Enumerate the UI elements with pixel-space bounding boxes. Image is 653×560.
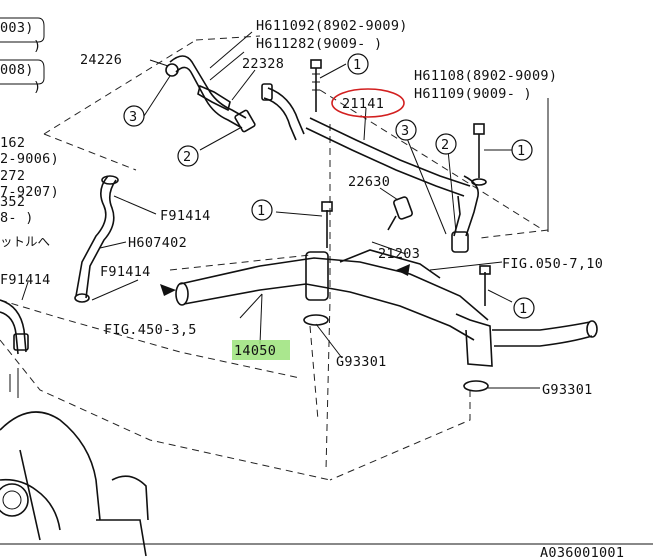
label-21141: 21141 (342, 96, 384, 112)
label-f91414-a: F91414 (160, 208, 211, 224)
label-g93301-b: G93301 (542, 382, 593, 398)
label-f91414-c: F91414 (0, 272, 51, 288)
hose-22328 (261, 83, 305, 141)
label-f91414-b: F91414 (100, 264, 151, 280)
left-text-10: 8- ) (0, 210, 34, 226)
label-22630: 22630 (348, 174, 390, 190)
label-22328: 22328 (242, 56, 284, 72)
callout-number: 1 (517, 143, 525, 159)
left-text-8: 7-9207) (0, 184, 59, 200)
label-14050: 14050 (234, 343, 276, 359)
arrow-icon (396, 264, 410, 276)
highlight-14050 (232, 340, 290, 360)
label-h611282: H611282(9009- ) (256, 36, 382, 52)
callout-number: 2 (441, 137, 449, 153)
pipe-24226 (165, 55, 256, 133)
callout-number: 3 (401, 123, 409, 139)
left-text-6: 2-9006) (0, 151, 59, 167)
footer-code: A036001001 (540, 545, 624, 560)
left-text-4: ) (33, 79, 41, 95)
label-fig450: FIG.450-3,5 (104, 322, 197, 338)
sensor-22630 (387, 196, 413, 231)
callout-number: 3 (129, 109, 137, 125)
callout-number: 2 (183, 149, 191, 165)
red-circle-mark (331, 88, 405, 118)
callouts: 1 3 2 3 2 1 1 1 (123, 53, 535, 319)
engine-block-outline (0, 411, 149, 557)
label-h607402: H607402 (128, 235, 187, 251)
label-h61109: H61109(9009- ) (414, 86, 532, 102)
left-text-2: ) (33, 38, 41, 54)
label-g93301-a: G93301 (336, 354, 387, 370)
left-cutoff-panel: 003) ) 008) ) 162 2-9006) 272 7-9207) 35… (0, 17, 59, 249)
label-fig050: FIG.050-7,10 (502, 256, 603, 272)
hose-h607402 (74, 175, 119, 303)
label-h611092: H611092(8902-9009) (256, 18, 408, 34)
left-text-5: 162 (0, 135, 25, 151)
part-labels: H611092(8902-9009) H611282(9009- ) 24226… (0, 18, 603, 398)
arrow-icon (160, 284, 176, 296)
bolt-top (310, 59, 322, 112)
callout-number: 1 (519, 301, 527, 317)
bolt-right (471, 123, 487, 186)
left-text-11: ットルへ (0, 234, 50, 249)
left-text-1: 003) (0, 20, 34, 36)
label-24226: 24226 (80, 52, 122, 68)
callout-number: 1 (353, 57, 361, 73)
label-h61108: H61108(8902-9009) (414, 68, 557, 84)
pipe-14050 (175, 201, 598, 392)
callout-number: 1 (257, 203, 265, 219)
left-text-9: 352 (0, 194, 25, 210)
left-text-7: 272 (0, 168, 25, 184)
leader-lines (21, 31, 549, 389)
left-text-3: 008) (0, 62, 34, 78)
arrows (160, 264, 410, 296)
hose-far-left (0, 299, 29, 398)
label-21203: 21203 (378, 246, 420, 262)
